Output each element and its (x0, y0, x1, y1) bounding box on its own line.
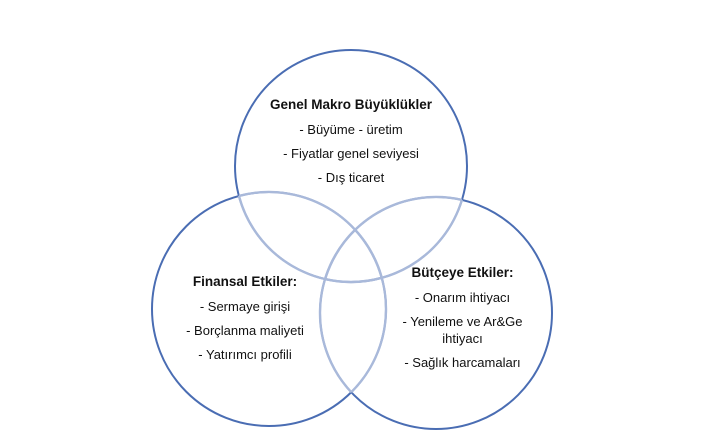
set-macro-item: - Dış ticaret (317, 170, 385, 185)
set-financial-item: - Yatırımcı profili (198, 347, 292, 362)
overlap-arc-top-right (324, 199, 464, 284)
set-macro-item: - Fiyatlar genel seviyesi (283, 146, 419, 161)
overlap-arc-top-left (237, 195, 383, 284)
set-financial-item: - Sermaye girişi (199, 299, 291, 314)
set-budget-item: - Onarım ihtiyacı (414, 290, 511, 305)
set-financial-title: Finansal Etkiler: (192, 274, 298, 289)
set-budget-item: - Sağlık harcamaları (404, 355, 521, 370)
set-macro: Genel Makro Büyüklükler - Büyüme - üreti… (236, 96, 466, 193)
set-budget-item: - Yenileme ve Ar&Ge ihtiyacı (402, 314, 523, 346)
overlap-arc-right-left (318, 228, 356, 394)
set-budget-title: Bütçeye Etkiler: (411, 265, 514, 280)
set-budget: Bütçeye Etkiler: - Onarım ihtiyacı - Yen… (380, 264, 545, 378)
set-financial-item: - Borçlanma maliyeti (186, 323, 304, 338)
set-macro-title: Genel Makro Büyüklükler (269, 97, 433, 112)
set-financial: Finansal Etkiler: - Sermaye girişi - Bor… (150, 273, 340, 370)
overlap-arc-left-right (350, 229, 388, 394)
set-macro-item: - Büyüme - üretim (299, 122, 403, 137)
